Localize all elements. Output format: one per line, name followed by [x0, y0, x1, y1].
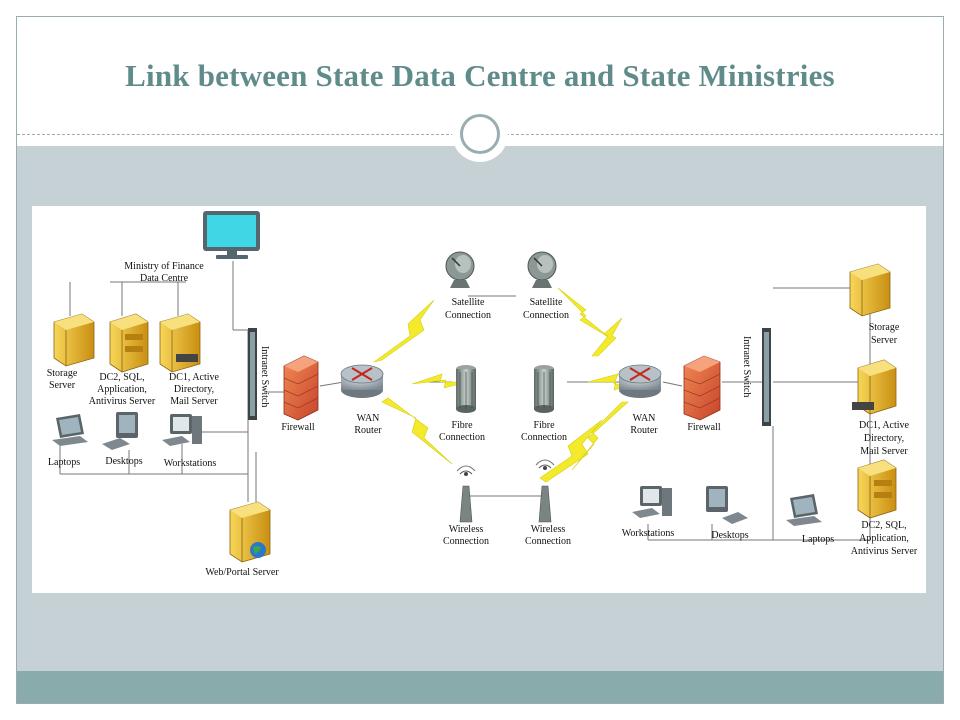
right-wireless-tower-icon: [535, 459, 555, 523]
left-dc1-label-2: Directory,: [174, 384, 214, 395]
right-workstations-label: Workstations: [622, 528, 675, 539]
right-wan-router-icon: [618, 364, 662, 398]
right-workstation-icon: [632, 486, 672, 518]
left-workstations-label: Workstations: [164, 458, 217, 469]
right-fibre-label-2: Connection: [521, 432, 567, 443]
right-fibre-column-icon: [534, 365, 554, 413]
right-dc1-label-3: Mail Server: [860, 446, 908, 457]
left-satellite-dish-icon: [445, 251, 475, 288]
right-satellite-dish-icon: [527, 251, 557, 288]
web-portal-server-icon: [229, 501, 271, 563]
left-dc1-label-3: Mail Server: [170, 396, 218, 407]
right-wireless-label-1: Wireless: [531, 524, 566, 535]
right-wan-router-label-2: Router: [630, 425, 658, 436]
right-dc1-label-2: Directory,: [864, 433, 904, 444]
left-intranet-switch-icon: [248, 328, 257, 420]
right-desktops-label: Desktops: [711, 530, 748, 541]
left-firewall-icon: [283, 355, 319, 421]
left-desktops-label: Desktops: [105, 456, 142, 467]
right-storage-server-icon: [849, 263, 891, 317]
right-firewall-label: Firewall: [687, 422, 721, 433]
right-fibre-label-1: Fibre: [533, 420, 555, 431]
dc2-server-icon: [109, 313, 149, 373]
right-satellite-label-1: Satellite: [530, 297, 563, 308]
left-fibre-column-icon: [456, 365, 476, 413]
left-dc2-label-3: Antivirus Server: [89, 396, 156, 407]
right-firewall-icon: [683, 355, 721, 421]
workstation-icon: [162, 414, 202, 446]
right-dc1-label-1: DC1, Active: [859, 420, 910, 431]
right-desktop-icon: [706, 486, 748, 524]
left-firewall-label: Firewall: [281, 422, 315, 433]
slide-title: Link between State Data Centre and State…: [125, 58, 835, 93]
left-fibre-label-2: Connection: [439, 432, 485, 443]
right-dc2-label-3: Antivirus Server: [851, 546, 918, 557]
left-laptops-label: Laptops: [48, 457, 80, 468]
footer-band: [17, 671, 943, 703]
left-dc1-label-1: DC1, Active: [169, 372, 220, 383]
left-wan-router-label-1: WAN: [357, 413, 380, 424]
right-laptops-label: Laptops: [802, 534, 834, 545]
left-storage-label-1: Storage: [47, 368, 78, 379]
network-diagram: Ministry of Finance Data Centre Storage …: [32, 206, 926, 593]
left-wireless-tower-icon: [456, 465, 476, 523]
right-dc2-label-2: Application,: [859, 533, 909, 544]
left-dc2-label-2: Application,: [97, 384, 147, 395]
desktop-icon: [102, 412, 138, 450]
monitor-icon: [203, 211, 260, 259]
right-intranet-switch-label: Intranet Switch: [741, 336, 752, 397]
left-satellite-label-2: Connection: [445, 310, 491, 321]
right-storage-label-1: Storage: [869, 322, 900, 333]
left-fibre-label-1: Fibre: [451, 420, 473, 431]
dc1-server-icon: [159, 313, 201, 373]
left-wan-router-label-2: Router: [354, 425, 382, 436]
right-satellite-label-2: Connection: [523, 310, 569, 321]
ministry-label-line1: Ministry of Finance: [124, 261, 204, 272]
right-intranet-switch-icon: [762, 328, 771, 426]
left-wireless-label-2: Connection: [443, 536, 489, 547]
divider-ring-icon: [460, 114, 500, 154]
web-portal-server-label: Web/Portal Server: [205, 567, 279, 578]
left-dc2-label-1: DC2, SQL,: [99, 372, 144, 383]
left-wan-router-icon: [340, 364, 384, 398]
right-dc2-label-1: DC2, SQL,: [861, 520, 906, 531]
network-diagram-svg: Ministry of Finance Data Centre Storage …: [47, 211, 918, 578]
left-satellite-label-1: Satellite: [452, 297, 485, 308]
laptop-icon: [52, 414, 88, 446]
right-dc1-server-icon: [852, 359, 897, 415]
right-storage-label-2: Server: [871, 335, 898, 346]
lightning-links: [373, 287, 633, 483]
right-dc2-server-icon: [857, 459, 897, 519]
right-laptop-icon: [786, 494, 822, 526]
right-wireless-label-2: Connection: [525, 536, 571, 547]
left-intranet-switch-label: Intranet Switch: [259, 346, 270, 407]
ministry-label-line2: Data Centre: [140, 273, 189, 284]
storage-server-icon: [53, 313, 95, 367]
left-storage-label-2: Server: [49, 380, 76, 391]
right-wan-router-label-1: WAN: [633, 413, 656, 424]
left-wireless-label-1: Wireless: [449, 524, 484, 535]
